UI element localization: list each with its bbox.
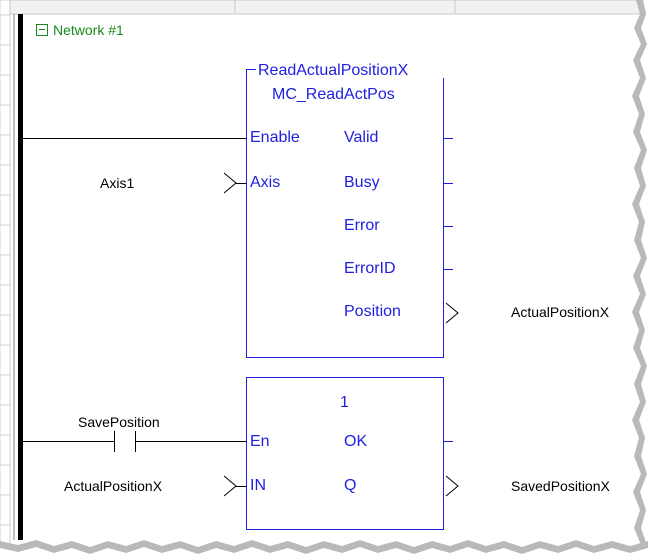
fb-move — [246, 377, 444, 530]
left-power-rail — [18, 14, 23, 540]
pin-in: IN — [250, 477, 266, 494]
torn-bottom — [0, 547, 648, 557]
pin-busy: Busy — [344, 174, 380, 191]
pin-valid: Valid — [344, 129, 379, 146]
var-saved-position-out[interactable]: SavedPositionX — [511, 478, 610, 494]
block1-title-mask — [256, 60, 464, 78]
pin-errorid: ErrorID — [344, 260, 396, 277]
fb2-type-name[interactable]: 1 — [340, 394, 349, 411]
torn-edge — [639, 0, 648, 557]
pin-position: Position — [344, 303, 401, 320]
pin-en: En — [250, 433, 270, 450]
fb-type-name: MC_ReadActPos — [272, 86, 395, 103]
var-axis1[interactable]: Axis1 — [100, 175, 135, 191]
pin-ok: OK — [344, 433, 368, 450]
var-actual-position-out[interactable]: ActualPositionX — [511, 304, 610, 320]
var-actual-position-in[interactable]: ActualPositionX — [64, 478, 163, 494]
fb-instance-name[interactable]: ReadActualPositionX — [258, 62, 409, 79]
network-collapse-icon[interactable] — [36, 24, 48, 36]
network-title: Network #1 — [53, 22, 124, 38]
pin-axis: Axis — [250, 174, 281, 191]
contact-save-position[interactable]: SavePosition — [78, 414, 160, 430]
pin-q: Q — [344, 477, 357, 494]
pin-enable: Enable — [250, 129, 300, 146]
pin-error: Error — [344, 217, 380, 234]
